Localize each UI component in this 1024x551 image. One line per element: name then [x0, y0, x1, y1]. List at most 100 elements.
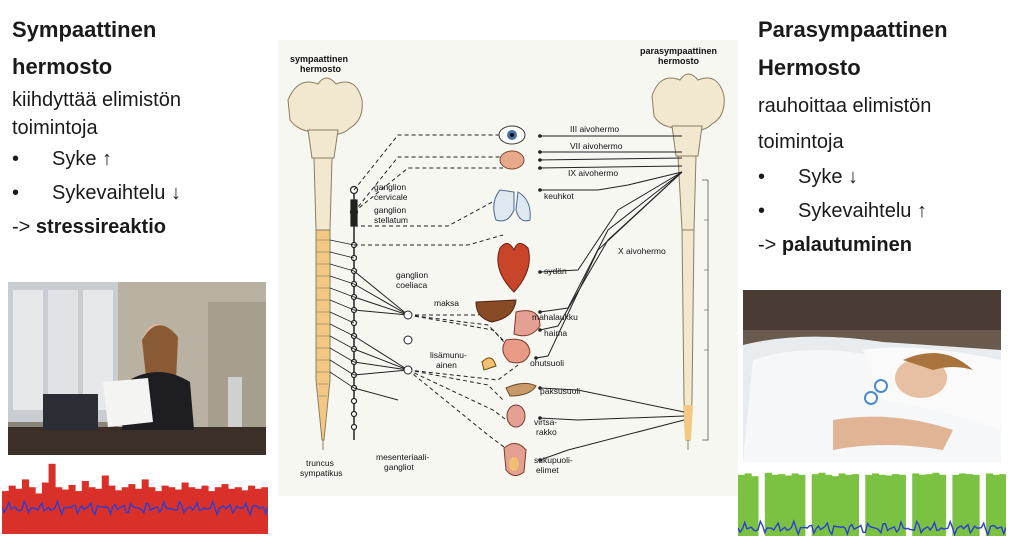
- hrv-bar: [738, 474, 746, 536]
- hrv-bar: [115, 490, 123, 534]
- stress-hrv-svg: [1, 456, 269, 534]
- sympathetic-panel: Sympaattinen hermosto kiihdyttää elimist…: [12, 8, 262, 244]
- autonomic-nervous-system-diagram: sympaattinen hermosto parasympaattinen h…: [278, 40, 738, 496]
- hrv-bar: [254, 488, 262, 534]
- label-truncus-2: sympatikus: [300, 468, 343, 478]
- hrv-bar: [135, 488, 143, 534]
- hrv-bar: [2, 491, 10, 534]
- stress-hrv-chart: [1, 456, 269, 534]
- parasympathetic-title-1: Parasympaattinen: [758, 17, 948, 42]
- hrv-bar: [88, 487, 96, 534]
- hrv-line: [1, 499, 269, 517]
- label-mesenteriaali-1: mesenteriaali-: [376, 452, 430, 462]
- label-truncus-1: truncus: [306, 458, 334, 468]
- left-brain-spine: [287, 77, 363, 450]
- recovery-hrv-svg: [737, 468, 1007, 537]
- hrv-bar: [952, 474, 960, 536]
- hrv-bar: [35, 493, 43, 534]
- sympathetic-subtitle-1: kiihdyttää elimistön: [12, 89, 181, 111]
- organ-lungs: [493, 189, 531, 222]
- label-haima: haima: [544, 328, 567, 338]
- hrv-bar: [764, 472, 772, 536]
- hrv-bar: [771, 474, 779, 536]
- hrv-bar: [872, 473, 880, 536]
- hrv-bar: [28, 487, 36, 534]
- hrv-bar: [174, 489, 182, 534]
- label-virtsarakko-2: rakko: [536, 427, 557, 437]
- hrv-bar: [41, 482, 49, 534]
- label-ohutsuoli: ohutsuoli: [530, 358, 564, 368]
- hrv-bar: [168, 487, 176, 534]
- parasympathetic-subtitle-2: toimintoja: [758, 131, 844, 153]
- label-ganglion-cervicale-2: cervicale: [374, 192, 408, 202]
- organ-colon: [505, 382, 537, 397]
- hrv-bar: [81, 480, 89, 534]
- hrv-bar: [925, 474, 933, 536]
- hrv-bar: [208, 491, 216, 534]
- hrv-bar: [75, 491, 83, 534]
- hrv-bar: [181, 482, 189, 534]
- hrv-bar: [838, 473, 846, 536]
- right-diagram-header-1: parasympaattinen: [640, 46, 717, 56]
- hrv-bar: [878, 474, 886, 536]
- hrv-bar: [831, 476, 839, 536]
- sympathetic-subtitle-2: toimintoja: [12, 117, 98, 139]
- hrv-bar: [992, 474, 1000, 536]
- hrv-bar: [999, 474, 1007, 536]
- sympathetic-trunk: [349, 185, 359, 440]
- label-ganglion-stellatum-1: ganglion: [374, 205, 406, 215]
- organ-stomach: [513, 310, 541, 337]
- organ-liver: [475, 299, 517, 323]
- hrv-bar: [818, 472, 826, 536]
- parasympathetic-bullet-hrv: •Sykevaihtelu ↑: [758, 194, 1018, 228]
- hrv-bar: [154, 491, 162, 534]
- hrv-bar: [161, 485, 169, 534]
- hrv-bar: [148, 487, 156, 534]
- hrv-line: [737, 519, 1007, 537]
- label-vii-aivohermo: VII aivohermo: [570, 141, 623, 151]
- label-ganglion-coeliaca-1: ganglion: [396, 270, 428, 280]
- hrv-bar: [918, 474, 926, 536]
- hrv-bar: [744, 473, 752, 536]
- organ-salivary-glands: [499, 150, 525, 170]
- hrv-bar: [101, 475, 109, 534]
- hrv-bar: [21, 479, 29, 534]
- sympathetic-bullet-heart-rate: •Syke ↑: [12, 142, 262, 176]
- hrv-bar: [845, 474, 853, 536]
- right-brain-spine: [651, 73, 725, 450]
- organ-bladder: [506, 404, 526, 428]
- hrv-bar: [95, 488, 103, 534]
- recovery-hrv-chart: [737, 468, 1007, 537]
- hrv-bar: [15, 488, 23, 534]
- organ-adrenal: [481, 357, 497, 371]
- sympathetic-bullet-hrv: •Sykevaihtelu ↓: [12, 176, 262, 210]
- label-maksa: maksa: [434, 298, 459, 308]
- label-lisamunuainen-2: ainen: [436, 360, 457, 370]
- organ-eye: [498, 125, 526, 145]
- hrv-bar: [912, 473, 920, 536]
- hrv-bar: [851, 474, 859, 536]
- left-diagram-header-2: hermosto: [300, 64, 342, 74]
- hrv-bar: [221, 484, 229, 534]
- hrv-bar: [784, 475, 792, 536]
- hrv-bar: [55, 487, 63, 534]
- hrv-bar: [985, 473, 993, 536]
- label-ganglion-coeliaca-2: coeliaca: [396, 280, 427, 290]
- organ-heart: [497, 243, 530, 293]
- label-sukupuolielimet-2: elimet: [536, 465, 559, 475]
- sympathetic-result: -> stressireaktio: [12, 216, 166, 238]
- bullet-dot: •: [758, 200, 766, 222]
- label-virtsarakko-1: virtsa-: [534, 417, 557, 427]
- label-sukupuolielimet-1: sukupuoli-: [534, 455, 573, 465]
- label-ix-aivohermo: IX aivohermo: [568, 168, 618, 178]
- hrv-bar: [194, 488, 202, 534]
- label-ganglion-cervicale-1: ganglion: [374, 182, 406, 192]
- right-diagram-header-2: hermosto: [658, 56, 700, 66]
- bullet-dot: •: [758, 166, 766, 188]
- hrv-bar: [811, 474, 819, 536]
- parasympathetic-fibers: [535, 135, 685, 461]
- hrv-bar: [885, 475, 893, 536]
- hrv-bar: [8, 485, 16, 534]
- hrv-bar: [778, 474, 786, 536]
- hrv-bar: [825, 474, 833, 536]
